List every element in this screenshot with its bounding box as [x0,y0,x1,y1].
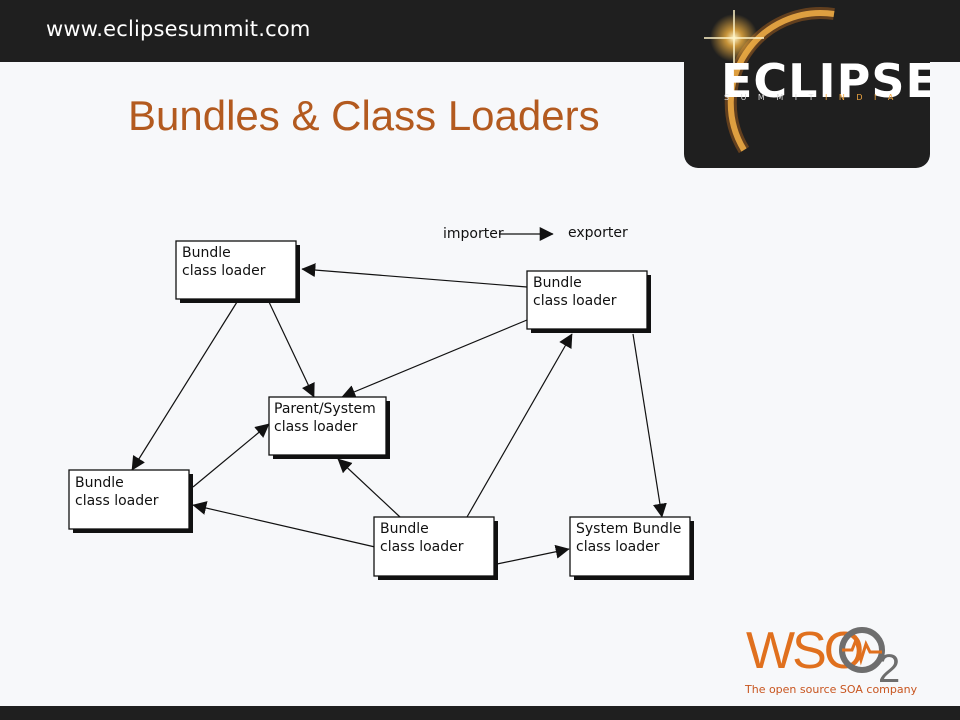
edge-topleft-to-parent [268,301,315,398]
node-bundle-top-left: Bundle class loader [175,240,300,303]
node-bundle-bottom: Bundle class loader [373,516,498,580]
edge-bottom-to-systembundle [496,544,570,565]
edge-topright-to-parent [341,319,528,399]
logo-sub-india: INDIA [824,93,905,102]
node-label-line1: Bundle [533,275,582,291]
node-label-line2: class loader [182,263,266,279]
wso2-brand-sub: 2 [878,647,900,691]
legend-importer: importer [443,226,504,242]
node-system-bundle: System Bundle class loader [569,516,694,580]
node-label-line1: Bundle [182,245,231,261]
logo-sub-text: SUMMITINDIA [724,93,905,102]
node-bundle-left: Bundle class loader [68,469,193,533]
edge-left-to-parent [192,423,270,488]
logo-main-text: ECLIPSE [721,54,930,108]
edge-topright-to-topleft [301,263,528,288]
eclipse-glow-icon [704,7,835,154]
node-bundle-top-right: Bundle class loader [526,270,651,333]
site-url: www.eclipsesummit.com [46,17,311,41]
node-label-line1: Bundle [75,475,124,491]
wso2-pulse-icon [842,635,882,666]
wso2-logo: WSO 2 [746,622,900,691]
edge-bottom-to-topright [466,333,573,518]
edge-topleft-to-left [131,301,238,471]
logo-sub-summit: SUMMIT [724,93,825,102]
node-label-line1: Bundle [380,521,429,537]
edge-topright-to-systembundle [632,333,667,518]
edge-bottom-to-left [192,501,376,548]
legend-exporter: exporter [568,225,628,241]
node-label-line1: System Bundle [576,521,681,537]
node-label-line2: class loader [533,293,617,309]
node-parent-system: Parent/System class loader [268,396,390,459]
node-label-line2: class loader [274,419,358,435]
node-label-line1: Parent/System [274,401,376,417]
bottom-bar [0,706,960,720]
edge-bottom-to-parent [337,458,401,518]
wso2-tagline: The open source SOA company [745,683,918,696]
node-label-line2: class loader [380,539,464,555]
eclipse-summit-logo: ECLIPSE SUMMITINDIA [684,0,930,168]
slide-title: Bundles & Class Loaders [128,92,600,139]
node-label-line2: class loader [75,493,159,509]
node-label-line2: class loader [576,539,660,555]
